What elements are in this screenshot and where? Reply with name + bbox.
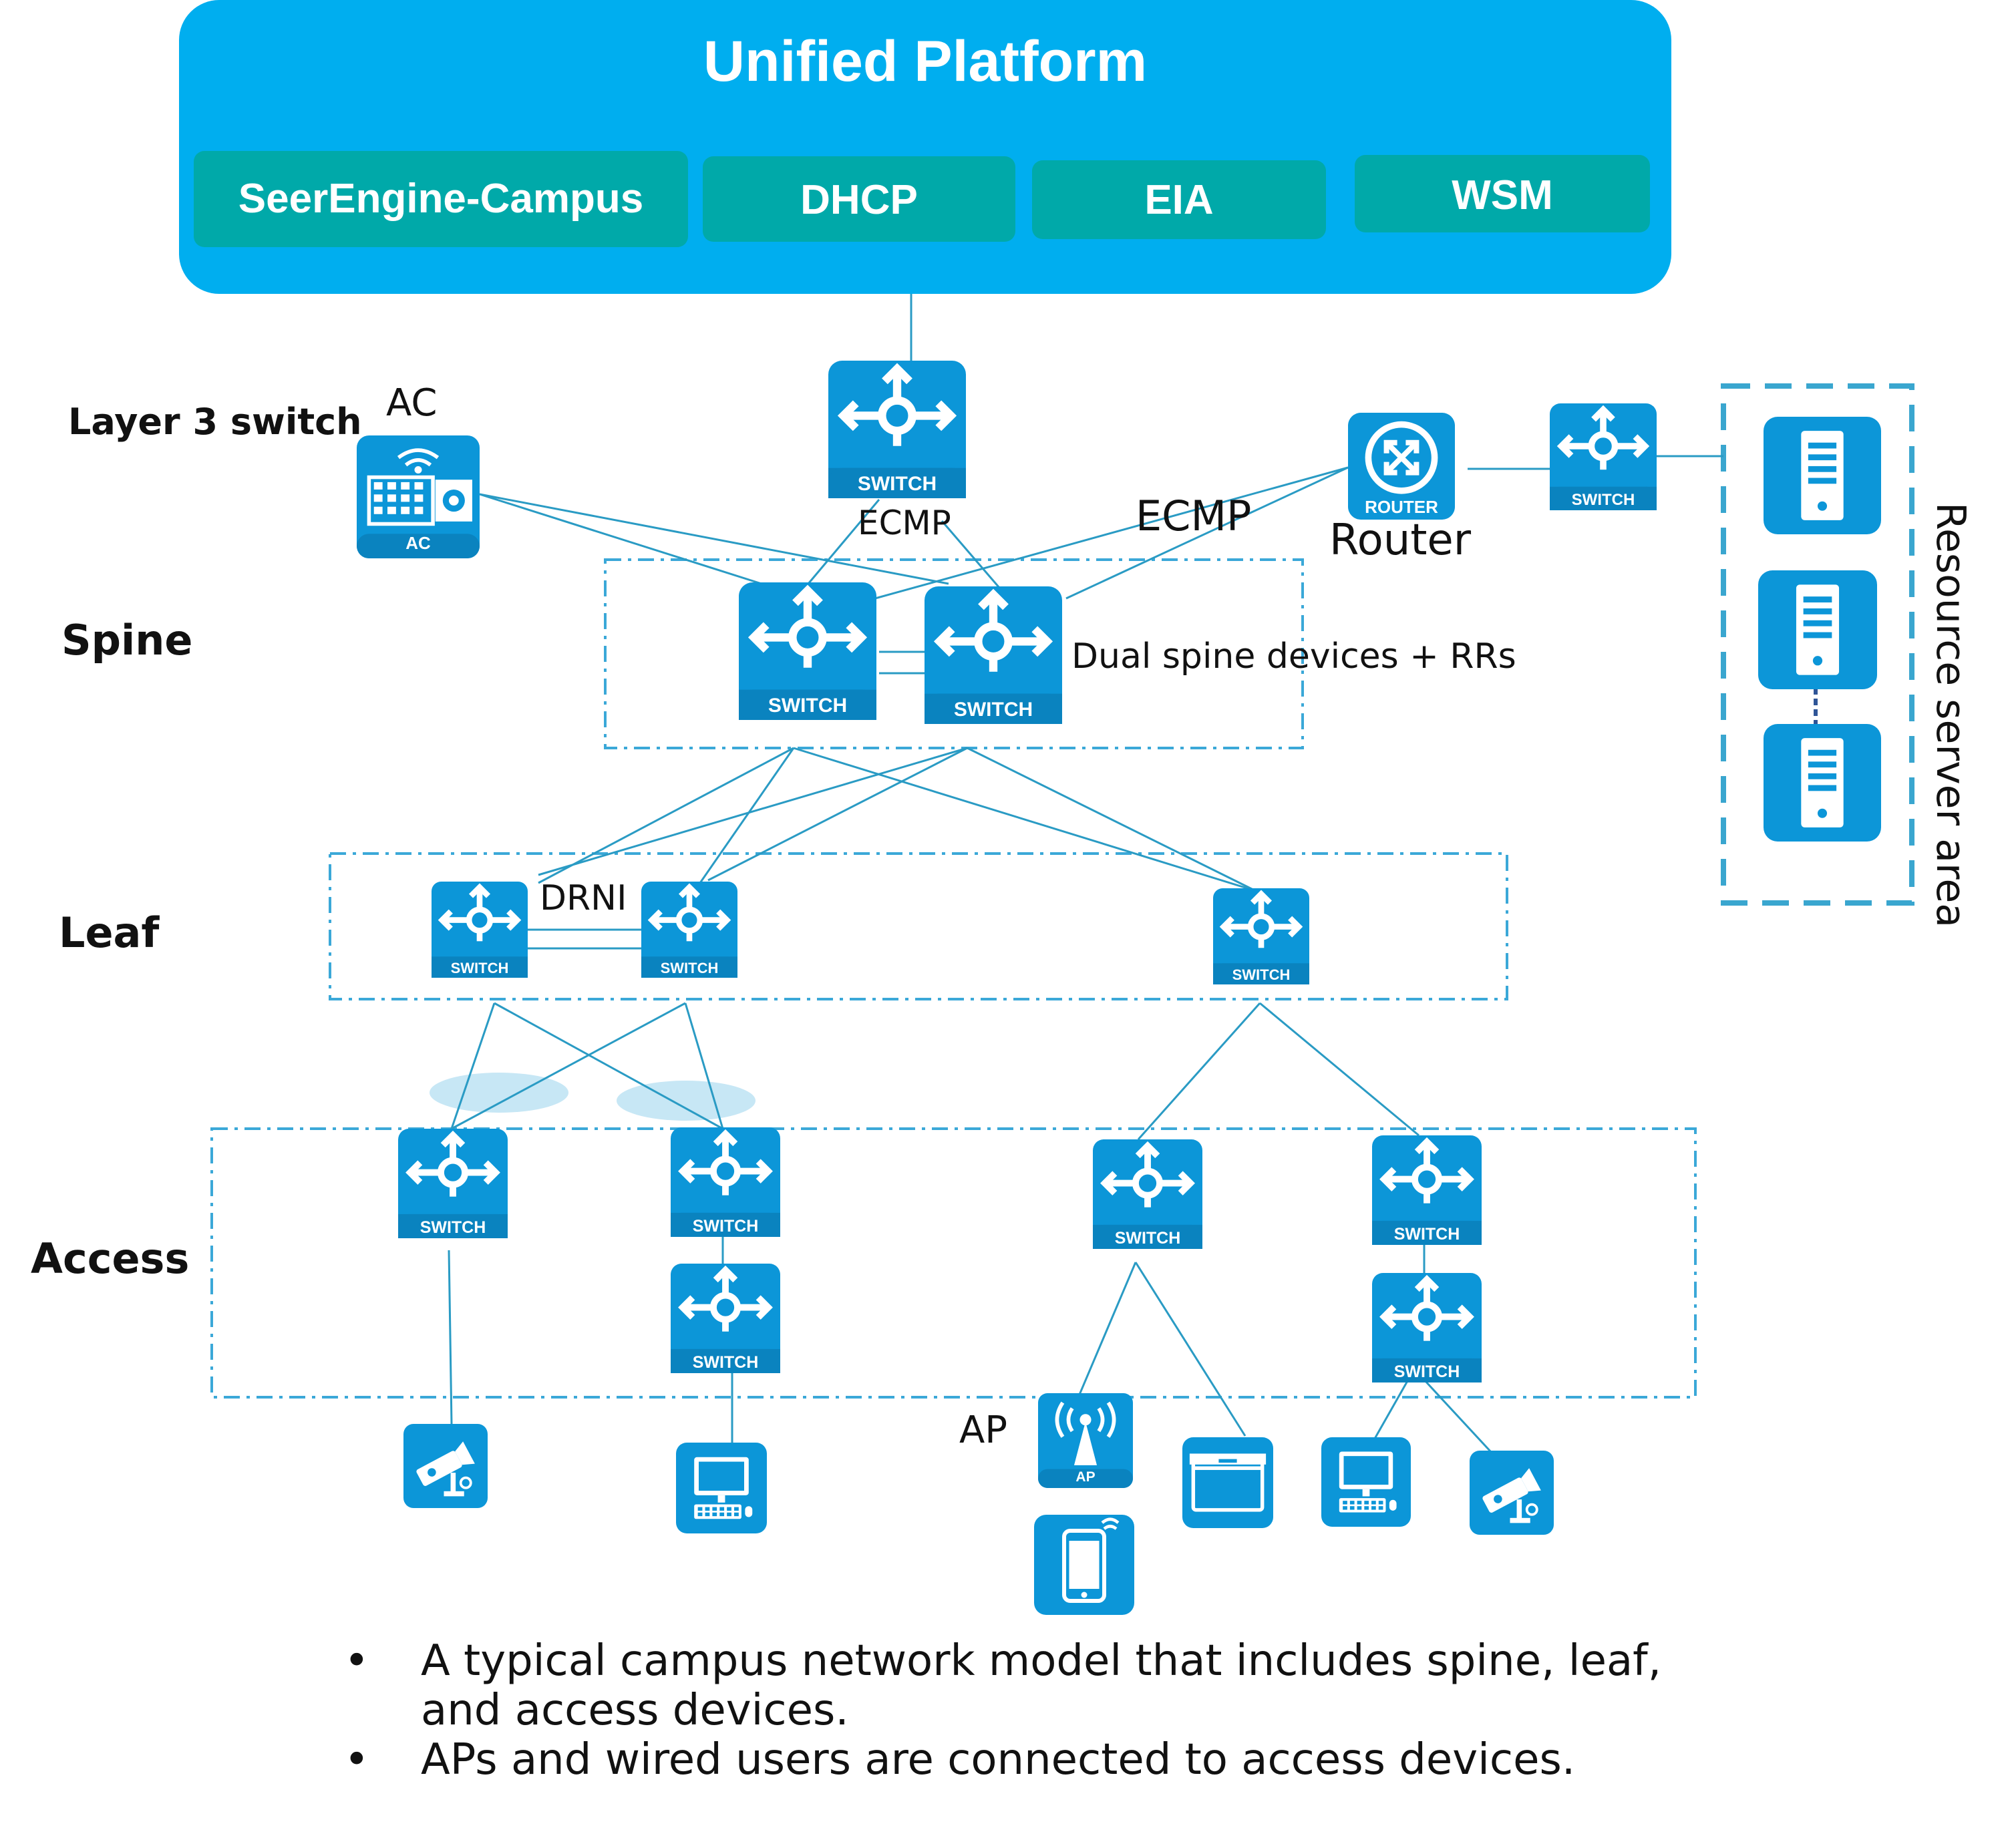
server-icon[interactable]: [1764, 417, 1881, 534]
link: [699, 747, 795, 884]
device-caption: SWITCH: [954, 699, 1033, 721]
module-seerengine: SeerEngine-Campus: [194, 151, 688, 247]
ap-label: AP: [959, 1409, 1007, 1452]
layer-label-spine: Spine: [61, 616, 192, 665]
router[interactable]: ROUTER: [1348, 413, 1455, 520]
link: [707, 747, 968, 882]
access-switch-5[interactable]: SWITCH: [1372, 1135, 1482, 1245]
link: [1373, 1379, 1409, 1439]
cloud-shape: [430, 1073, 568, 1113]
device-caption: ROUTER: [1365, 497, 1438, 517]
device-caption: SWITCH: [1115, 1229, 1181, 1248]
display-icon[interactable]: [1182, 1437, 1273, 1528]
resource-area-label: Resource server area: [1927, 502, 1974, 928]
camera-icon[interactable]: [1470, 1451, 1554, 1535]
ac-device[interactable]: AC: [357, 435, 480, 558]
link: [451, 1002, 686, 1130]
note-item: A typical campus network model that incl…: [334, 1636, 1737, 1735]
link: [448, 1250, 453, 1425]
link: [967, 747, 1257, 892]
access-switch-3[interactable]: SWITCH: [671, 1264, 780, 1373]
router-label: Router: [1329, 516, 1472, 565]
link: [494, 1002, 723, 1130]
device-caption: SWITCH: [420, 1218, 486, 1237]
platform-title: Unified Platform: [703, 29, 1147, 94]
phone-icon[interactable]: [1034, 1515, 1134, 1615]
spine-zone: [604, 558, 1304, 749]
notes-list: A typical campus network model that incl…: [334, 1636, 1737, 1785]
module-wsm: WSM: [1355, 155, 1650, 232]
server-icon[interactable]: [1764, 724, 1881, 842]
link: [1134, 1262, 1246, 1437]
cloud-shape: [617, 1081, 756, 1121]
unified-platform: Unified Platform SeerEngine-Campus DHCP …: [179, 0, 1671, 294]
link: [538, 747, 968, 876]
access-zone: [210, 1127, 1697, 1399]
link: [450, 1002, 496, 1129]
leaf-switch-2[interactable]: SWITCH: [641, 882, 737, 978]
links: [448, 294, 1723, 1453]
core-switch[interactable]: SWITCH: [828, 361, 966, 498]
access-switch-4[interactable]: SWITCH: [1093, 1139, 1202, 1249]
pc-icon[interactable]: [1321, 1437, 1411, 1527]
device-caption: SWITCH: [451, 960, 509, 976]
layer-label-leaf: Leaf: [59, 908, 160, 957]
module-eia: EIA: [1032, 160, 1326, 239]
layer-label-l3: Layer 3 switch: [68, 401, 362, 443]
server-area-switch[interactable]: SWITCH: [1550, 403, 1657, 510]
camera-icon[interactable]: [403, 1424, 488, 1508]
leaf-zone: [329, 852, 1508, 1000]
link: [479, 493, 762, 585]
module-label: EIA: [1144, 177, 1213, 223]
access-switch-6[interactable]: SWITCH: [1372, 1273, 1482, 1382]
device-caption: AP: [1075, 1469, 1095, 1485]
note-item: APs and wired users are connected to acc…: [334, 1735, 1737, 1785]
link: [1065, 466, 1349, 600]
link: [1259, 1002, 1420, 1137]
link: [1423, 1378, 1492, 1453]
device-caption: SWITCH: [858, 473, 937, 495]
device-caption: SWITCH: [1232, 966, 1291, 983]
link: [1137, 1002, 1261, 1140]
access-switch-2[interactable]: SWITCH: [671, 1127, 780, 1237]
module-label: DHCP: [800, 177, 918, 223]
link: [684, 1002, 724, 1129]
resource-server-zone: [1721, 383, 1914, 906]
leaf-switch-1[interactable]: SWITCH: [432, 882, 528, 978]
leaf-switch-3[interactable]: SWITCH: [1213, 888, 1309, 984]
module-dhcp: DHCP: [703, 156, 1015, 242]
ac-label: AC: [386, 381, 437, 425]
link: [941, 520, 1001, 588]
device-caption: SWITCH: [1572, 491, 1635, 509]
link: [479, 493, 949, 585]
spine-switch-2[interactable]: SWITCH: [925, 586, 1062, 724]
device-caption: SWITCH: [1394, 1225, 1460, 1244]
device-caption: SWITCH: [1394, 1362, 1460, 1381]
link: [807, 499, 880, 584]
ap-device[interactable]: AP: [1038, 1393, 1133, 1488]
module-label: SeerEngine-Campus: [238, 176, 643, 222]
module-label: WSM: [1452, 172, 1553, 218]
access-switch-1[interactable]: SWITCH: [398, 1129, 508, 1238]
link: [874, 466, 1349, 600]
pc-icon[interactable]: [676, 1443, 767, 1533]
ecmp-label-2: ECMP: [1136, 492, 1251, 540]
layer-label-access: Access: [31, 1234, 189, 1283]
device-caption: SWITCH: [693, 1353, 759, 1372]
link: [538, 747, 794, 884]
dual-spine-label: Dual spine devices + RRs: [1071, 636, 1516, 677]
ecmp-label: ECMP: [858, 504, 951, 542]
device-caption: SWITCH: [661, 960, 719, 976]
device-caption: SWITCH: [768, 695, 847, 717]
server-icon[interactable]: [1758, 570, 1877, 689]
drni-label: DRNI: [540, 878, 627, 918]
device-caption: SWITCH: [693, 1217, 759, 1236]
spine-switch-1[interactable]: SWITCH: [739, 582, 876, 720]
device-caption: AC: [405, 533, 431, 553]
link: [1078, 1262, 1137, 1395]
link: [793, 747, 1257, 892]
